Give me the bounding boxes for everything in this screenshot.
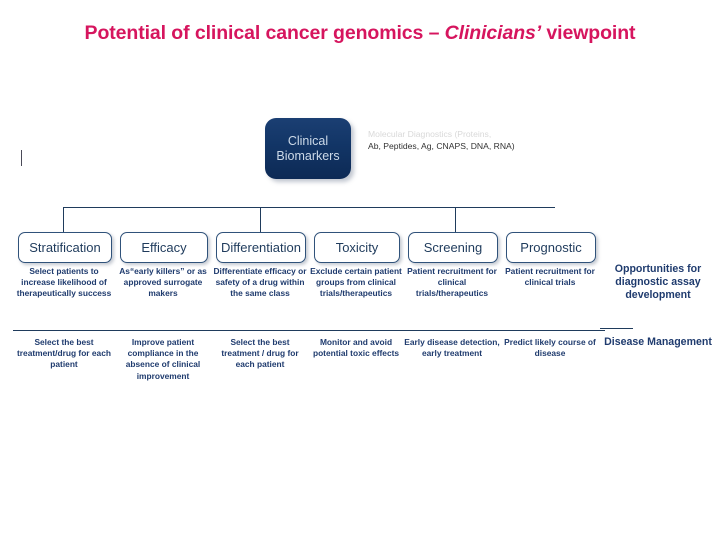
page-title-part1: Potential of clinical cancer genomics – [84,22,445,44]
category-box-efficacy[interactable]: Efficacy [120,232,208,263]
detail-row2-differentiation: Select the best treatment / drug for eac… [221,337,299,370]
detail-row2-prognostic: Predict likely course of disease [504,337,596,359]
category-box-prognostic[interactable]: Prognostic [506,232,596,263]
detail-row1-efficacy: As“early killers” or as approved surroga… [119,266,207,299]
clinical-biomarkers-line1: Clinical [287,133,329,148]
outcome-opportunities: Opportunities for diagnostic assay devel… [614,263,702,301]
page-title: Potential of clinical cancer genomics – … [0,22,720,45]
detail-row2-efficacy: Improve patient compliance in the absenc… [125,337,201,381]
category-box-stratification[interactable]: Stratification [18,232,112,263]
page-title-italic: Clinicians’ [444,22,542,44]
biomarker-caption-line1: Molecular Diagnostics (Proteins, [368,129,492,139]
detail-row1-differentiation: Differentiate efficacy or safety of a dr… [213,266,307,299]
clinical-biomarkers-node: Clinical Biomarkers [265,118,351,179]
connector-vertical-left [63,207,64,233]
divider-main [13,330,605,331]
category-box-differentiation[interactable]: Differentiation [216,232,306,263]
page-title-part2: viewpoint [541,22,636,44]
detail-row2-stratification: Select the best treatment/drug for each … [16,337,111,370]
connector-vertical-middle [260,207,261,233]
detail-row1-screening: Patient recruitment for clinical trials/… [407,266,497,299]
biomarker-caption: Molecular Diagnostics (Proteins, Ab, Pep… [368,129,563,152]
detail-row1-stratification: Select patients to increase likelihood o… [16,266,112,299]
biomarker-caption-line2: Ab, Peptides, Ag, CNAPS, DNA, RNA) [368,140,515,151]
clinical-biomarkers-line2: Biomarkers [276,148,340,163]
detail-row1-toxicity: Exclude certain patient groups from clin… [310,266,402,299]
divider-right [600,328,633,329]
stray-tick-artifact [21,150,22,166]
clinical-biomarkers-label: Clinical Biomarkers [276,134,339,164]
connector-vertical-right [455,207,456,233]
detail-row2-toxicity: Monitor and avoid potential toxic effect… [312,337,400,359]
outcome-disease-management: Disease Management [604,336,712,348]
detail-row1-prognostic: Patient recruitment for clinical trials [505,266,595,288]
category-box-toxicity[interactable]: Toxicity [314,232,400,263]
detail-row2-screening: Early disease detection, early treatment [404,337,500,359]
category-box-screening[interactable]: Screening [408,232,498,263]
connector-horizontal-bar [63,207,555,208]
